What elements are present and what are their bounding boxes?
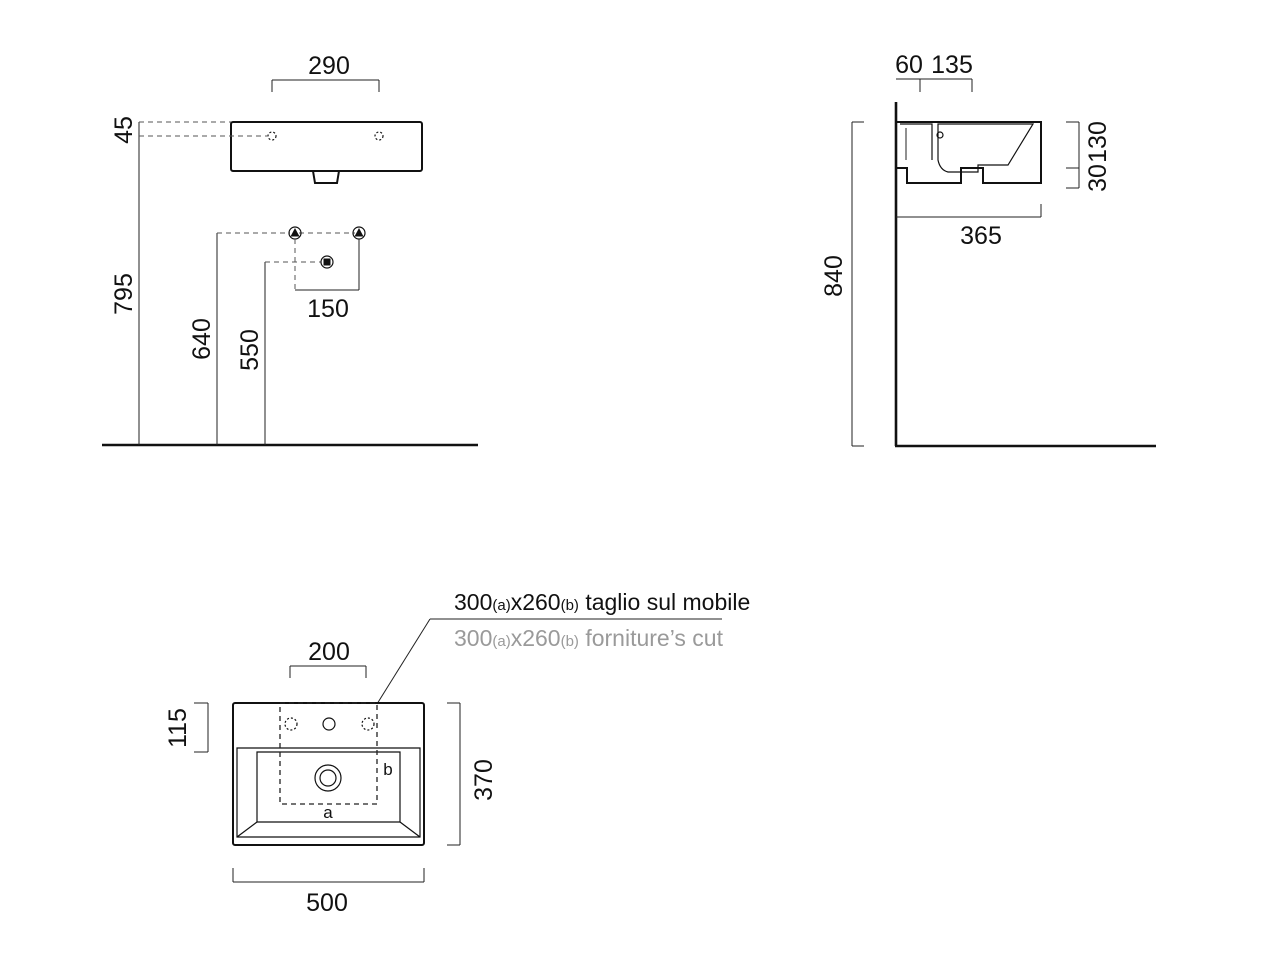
dim-width-holes: 290 xyxy=(308,52,350,80)
dim-bowl-depth: 130 xyxy=(1084,121,1112,163)
dim-depth: 365 xyxy=(960,222,1002,250)
top-drain-inner-icon xyxy=(319,769,337,787)
dim-tap-offset: 135 xyxy=(931,51,973,79)
front-view: 290 45 795 640 550 150 xyxy=(102,52,478,447)
dim-supply-spacing: 150 xyxy=(307,295,349,323)
dim-back-depth: 115 xyxy=(164,708,192,748)
top-tap-hole-right-icon xyxy=(361,717,375,731)
drain-icon xyxy=(320,255,334,269)
side-view: 60 135 365 840 130 30 xyxy=(820,51,1156,448)
dim-total-height: 840 xyxy=(820,255,848,297)
cut-label-a: a xyxy=(323,803,333,822)
dim-total-width: 500 xyxy=(306,889,348,917)
cut-note-english: 300(a)x260(b) forniture’s cut xyxy=(454,625,724,651)
top-tap-hole-center-icon xyxy=(322,717,336,731)
dim-supply-height: 640 xyxy=(188,318,216,360)
top-tap-hole-left-icon xyxy=(284,717,298,731)
dim-wall-offset: 60 xyxy=(895,51,923,79)
dim-holes-spacing: 200 xyxy=(308,638,350,666)
cut-note-italian: 300(a)x260(b) taglio sul mobile xyxy=(454,589,750,615)
top-view: 300(a)x260(b) taglio sul mobile 300(a)x2… xyxy=(164,589,750,917)
top-drain-outer-icon xyxy=(314,764,342,792)
tap-hole-left-icon xyxy=(267,131,277,141)
dim-total-depth: 370 xyxy=(470,759,498,801)
basin-section-outline xyxy=(896,121,1042,184)
tap-hole-right-icon xyxy=(374,131,384,141)
note-leader-line xyxy=(376,618,431,705)
basin-top-outline xyxy=(232,702,425,846)
furniture-cut-area xyxy=(279,702,378,805)
dim-top-height: 795 xyxy=(110,273,138,315)
dim-base-height: 30 xyxy=(1084,164,1112,192)
basin-front-outline xyxy=(230,121,423,172)
basin-drain-outlet xyxy=(312,170,340,184)
dim-top-thickness: 45 xyxy=(110,116,138,144)
cut-label-b: b xyxy=(383,760,392,779)
basin-bowl-outline xyxy=(937,123,1035,173)
dim-drain-height: 550 xyxy=(236,329,264,371)
